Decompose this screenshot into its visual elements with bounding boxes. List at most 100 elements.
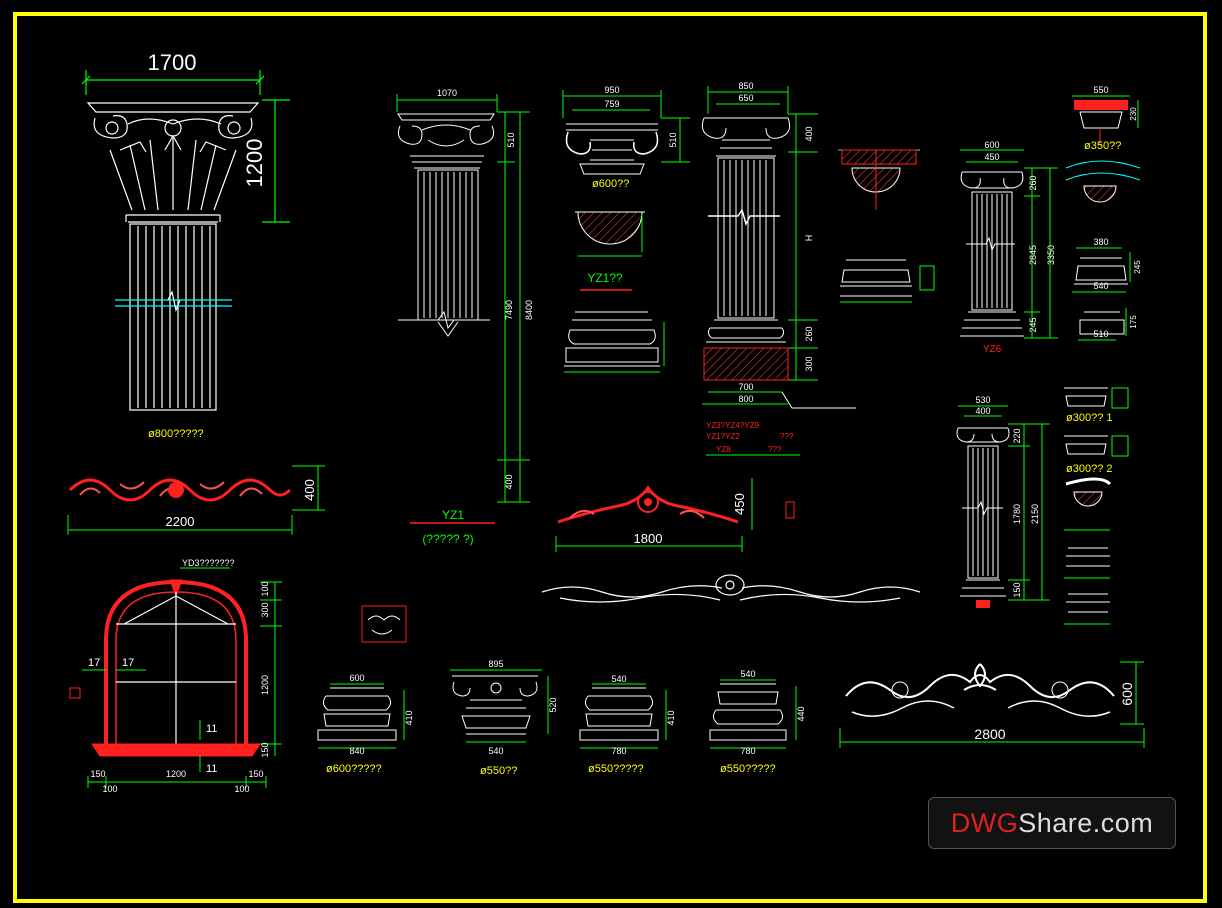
base-3 — [579, 683, 667, 749]
dim-260-yz6: 260 — [1028, 175, 1038, 190]
win-mark-11a: 11 — [206, 723, 217, 735]
column-530 — [956, 405, 1050, 608]
dim-7490: 7490 — [504, 300, 514, 320]
small-ornament — [361, 605, 407, 643]
dim-800: 800 — [738, 394, 753, 404]
dim-600-yz6: 600 — [984, 140, 999, 150]
base4-top: 540 — [740, 669, 755, 679]
base-2 — [450, 669, 549, 743]
drawing-frame — [13, 12, 1207, 903]
label-300-1: ø300?? 1 — [1066, 412, 1112, 424]
section-detail-2 — [838, 149, 935, 303]
dim-400: 400 — [504, 474, 514, 489]
dim-759: 759 — [604, 99, 619, 109]
dim-260-b: 260 — [804, 326, 814, 341]
note-yz3: YZ3?YZ4?YZ9 — [706, 421, 759, 430]
dim-8400: 8400 — [524, 300, 534, 320]
win-dim-100b: 100 — [234, 784, 249, 794]
note-yz1-b: ??? — [780, 432, 794, 441]
dim-1070: 1070 — [437, 88, 457, 98]
note-yz1: YZ1?YZ2 — [706, 432, 740, 441]
corinthian-column — [81, 70, 290, 411]
dim-400-b: 400 — [804, 126, 814, 141]
dim-510: 510 — [506, 132, 516, 147]
right-mid-details — [1064, 387, 1129, 625]
right-top-details — [1065, 95, 1141, 341]
dim-600-orn: 600 — [1119, 682, 1135, 706]
base3-label: ø550????? — [588, 763, 644, 775]
base1-top: 600 — [349, 673, 364, 683]
dim-510-rt: 510 — [1093, 329, 1108, 339]
note-yz8-b: ??? — [768, 445, 782, 454]
capital-950-label: ø600?? — [592, 178, 629, 190]
window-yd3 — [69, 567, 282, 788]
base3-top: 540 — [611, 674, 626, 684]
section-detail-1 — [575, 211, 645, 257]
dim-150-c: 150 — [1012, 582, 1022, 597]
base-1 — [317, 683, 405, 749]
win-dim-1200: 1200 — [166, 769, 186, 779]
yz6-column — [960, 149, 1058, 339]
dim-1200: 1200 — [242, 139, 267, 188]
dim-550: 550 — [1093, 85, 1108, 95]
dim-510-cap: 510 — [668, 132, 678, 147]
section-yz1-label: YZ1?? — [587, 271, 623, 285]
dim-245-yz6: 245 — [1028, 317, 1038, 332]
win-dim-150b: 150 — [248, 769, 263, 779]
dim-450-orn: 450 — [732, 493, 747, 515]
win-dim-1200v: 1200 — [260, 675, 270, 695]
win-mark-17b: 17 — [122, 657, 134, 669]
corinthian-label: ø800????? — [148, 428, 204, 440]
dim-2150: 2150 — [1030, 504, 1040, 524]
base2-bottom: 540 — [488, 746, 503, 756]
dim-380: 380 — [1093, 237, 1108, 247]
base3-h: 410 — [666, 710, 676, 725]
ornament-long — [541, 574, 921, 603]
dim-H: H — [804, 235, 814, 242]
dim-300: 300 — [804, 356, 814, 371]
dim-400-orn: 400 — [302, 479, 317, 501]
window-title: YD3??????? — [182, 558, 235, 568]
dim-2845: 2845 — [1028, 245, 1038, 265]
base4-h: 440 — [796, 706, 806, 721]
win-dim-150a: 150 — [90, 769, 105, 779]
ornament-2200 — [67, 465, 325, 535]
column-850 — [701, 86, 856, 409]
ornament-1800 — [555, 478, 795, 552]
win-dim-300: 300 — [260, 602, 270, 617]
dim-3350: 3350 — [1046, 245, 1056, 265]
dim-1800: 1800 — [634, 531, 663, 546]
watermark-share: Share.com — [1018, 807, 1154, 838]
label-300-2: ø300?? 2 — [1066, 463, 1112, 475]
dim-220: 220 — [1012, 428, 1022, 443]
yz6-label: YZ6 — [983, 344, 1002, 355]
yz1-title: YZ1 — [442, 508, 464, 522]
dim-700: 700 — [738, 382, 753, 392]
dim-175: 175 — [1129, 315, 1138, 329]
win-dim-150v: 150 — [260, 742, 270, 757]
base2-label: ø550?? — [480, 765, 517, 777]
dim-650: 650 — [738, 93, 753, 103]
dim-850: 850 — [738, 81, 753, 91]
win-dim-100: 100 — [260, 581, 270, 596]
note-yz8: YZ8 — [716, 445, 731, 454]
ornament-2800 — [839, 661, 1145, 748]
base4-label: ø550????? — [720, 763, 776, 775]
base-4 — [709, 679, 797, 749]
capital-950 — [562, 90, 690, 175]
win-mark-11b: 11 — [206, 763, 217, 775]
dim-1700: 1700 — [148, 50, 197, 75]
label-350: ø350?? — [1084, 140, 1121, 152]
dim-230: 230 — [1129, 107, 1138, 121]
dim-2200: 2200 — [166, 514, 195, 529]
yz1-column — [396, 94, 530, 503]
base1-label: ø600????? — [326, 763, 382, 775]
dim-450-yz6: 450 — [984, 152, 999, 162]
base-detail-1 — [564, 311, 665, 373]
base3-bottom: 780 — [611, 746, 626, 756]
base2-h: 520 — [548, 697, 558, 712]
dim-1780: 1780 — [1012, 504, 1022, 524]
